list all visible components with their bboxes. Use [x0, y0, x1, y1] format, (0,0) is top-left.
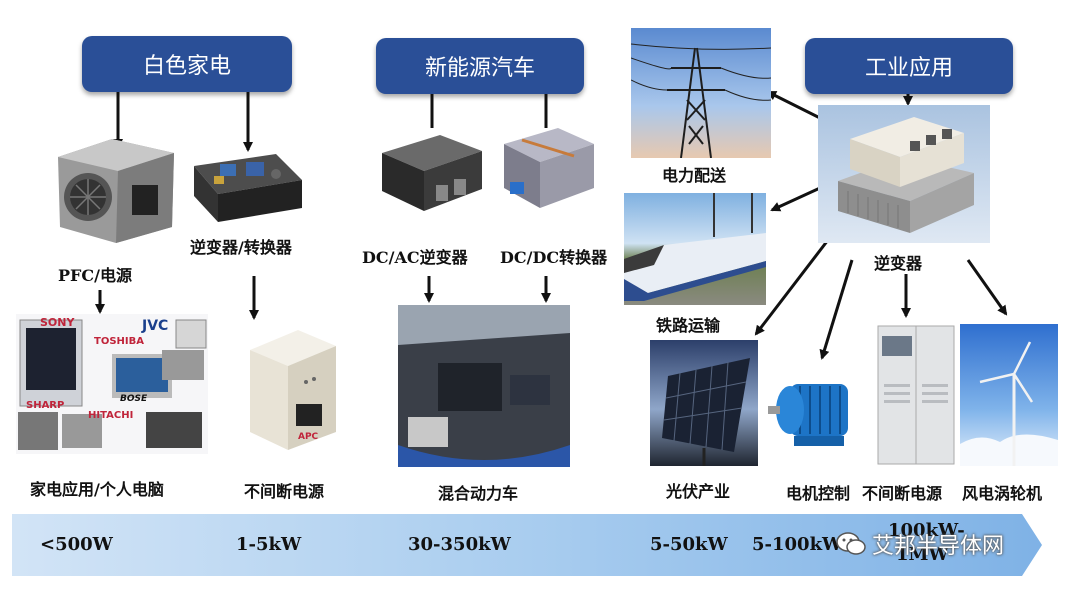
dcdc-converter-image: [498, 122, 598, 222]
label-ups: 不间断电源: [244, 482, 325, 501]
brand-hitachi: HITACHI: [88, 410, 134, 421]
power-range-2: 1-5kW: [236, 534, 302, 555]
power-range-band: [12, 514, 1042, 576]
ups-tower-image: APC: [240, 320, 342, 454]
electric-motor-image: [764, 364, 866, 458]
power-range-6b: 1MW: [896, 544, 949, 565]
label-ups2: 不间断电源: [862, 484, 943, 503]
category-industrial-label: 工业应用: [864, 56, 953, 81]
power-tower-image: [631, 28, 771, 158]
dcac-inverter-image: [378, 125, 488, 225]
inverter-board-image: [190, 150, 304, 225]
watermark-text: 艾邦半导体网: [872, 534, 1005, 559]
category-white-goods: 白色家电: [82, 36, 292, 92]
category-white-goods-label: 白色家电: [142, 54, 231, 79]
wechat-icon: [836, 531, 866, 557]
brand-sony: SONY: [40, 316, 75, 329]
railway-image: [624, 193, 766, 305]
label-inverter-converter: 逆变器/转换器: [190, 238, 292, 257]
brand-sharp: SHARP: [26, 400, 65, 411]
power-range-1: <500W: [40, 534, 113, 555]
label-inverter: 逆变器: [874, 254, 923, 273]
power-range-5: 5-100kW: [752, 534, 843, 555]
category-nev-label: 新能源汽车: [424, 56, 535, 81]
ups-cabinet-image: [874, 324, 958, 466]
brand-bose: BOSE: [120, 394, 148, 404]
brand-toshiba: TOSHIBA: [94, 336, 144, 347]
label-dcac: DC/AC逆变器: [362, 248, 468, 267]
brand-apc: APC: [298, 432, 319, 442]
label-power-dist: 电力配送: [662, 166, 727, 185]
solar-panel-image: [650, 340, 758, 466]
power-range-6a: 100kW-: [888, 520, 965, 541]
label-pfc: PFC/电源: [58, 266, 132, 285]
pc-power-supply-image: [52, 135, 178, 245]
power-range-3: 30-350kW: [408, 534, 511, 555]
label-wind: 风电涡轮机: [962, 484, 1043, 503]
category-industrial: 工业应用: [805, 38, 1013, 94]
wind-turbine-image: [960, 324, 1058, 466]
hybrid-car-image: [398, 305, 570, 467]
label-appliances: 家电应用/个人电脑: [30, 480, 164, 499]
category-nev: 新能源汽车: [376, 38, 584, 94]
label-pv: 光伏产业: [666, 482, 731, 501]
label-motor: 电机控制: [786, 484, 851, 503]
label-railway: 铁路运输: [656, 316, 721, 335]
label-dcdc: DC/DC转换器: [500, 248, 608, 267]
home-appliances-image: SONY TOSHIBA JVC SHARP HITACHI BOSE: [16, 314, 208, 454]
watermark: 艾邦半导体网: [836, 528, 1004, 560]
power-range-4: 5-50kW: [650, 534, 728, 555]
brand-jvc: JVC: [142, 318, 169, 334]
industrial-inverter-image: [818, 105, 990, 243]
label-hybrid: 混合动力车: [438, 484, 519, 503]
